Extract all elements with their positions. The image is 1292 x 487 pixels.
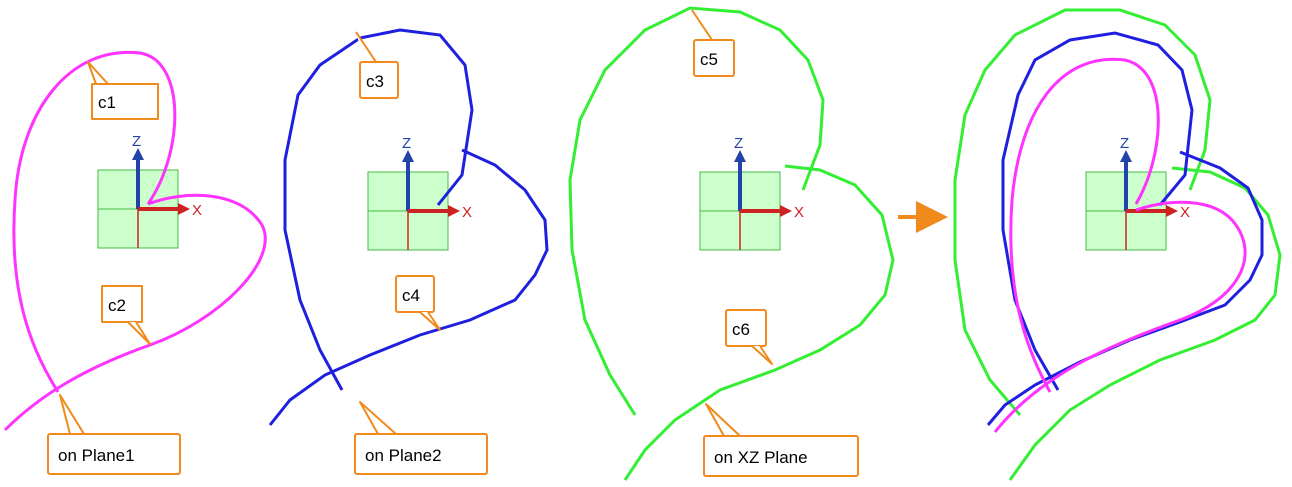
callout-label-c1: c1 <box>98 93 116 112</box>
coordinate-gizmo: Z X <box>367 135 472 251</box>
callout-c2: c2 <box>101 285 151 345</box>
x-axis-label: X <box>462 204 472 221</box>
coordinate-gizmo: Z X <box>97 133 202 249</box>
z-axis-label: Z <box>734 135 743 152</box>
curve-c5 <box>568 6 825 416</box>
callout-plane2: on Plane2 <box>354 401 488 475</box>
z-axis-label: Z <box>402 135 411 152</box>
x-axis-label: X <box>794 204 804 221</box>
callout-label-c4: c4 <box>402 286 420 305</box>
callout-label-c5: c5 <box>700 50 718 69</box>
curve-c1 <box>12 50 177 393</box>
z-axis-label: Z <box>132 133 141 150</box>
combined-curve-magenta-a <box>1009 57 1160 393</box>
callout-c1: c1 <box>87 61 159 120</box>
callout-c3: c3 <box>355 31 399 99</box>
callout-c6: c6 <box>725 309 773 365</box>
curve-c4 <box>268 148 549 426</box>
panel-combined: Z X <box>953 8 1282 481</box>
curve-c3 <box>283 28 474 391</box>
callout-label-xz-plane: on XZ Plane <box>714 448 808 467</box>
panel-xz-plane: Z X <box>568 6 895 481</box>
callout-label-c2: c2 <box>108 296 126 315</box>
coordinate-gizmo: Z X <box>1085 135 1190 251</box>
curve-c2 <box>3 193 267 432</box>
callout-label-plane1: on Plane1 <box>58 446 135 465</box>
callout-plane1: on Plane1 <box>47 394 181 475</box>
panel-plane1: Z X <box>3 50 267 432</box>
coordinate-gizmo: Z X <box>699 135 804 251</box>
combined-curve-blue-b <box>986 150 1264 426</box>
x-axis-label: X <box>192 202 202 219</box>
x-axis-label: X <box>1180 204 1190 221</box>
callout-xz-plane: on XZ Plane <box>703 403 859 477</box>
combined-curve-blue-a <box>1001 31 1194 391</box>
z-axis-label: Z <box>1120 135 1129 152</box>
callout-c4: c4 <box>395 275 441 331</box>
combined-curve-magenta-b <box>993 200 1247 433</box>
callout-label-c6: c6 <box>732 320 750 339</box>
combined-curve-green-b <box>1008 166 1282 481</box>
callout-label-c3: c3 <box>366 72 384 91</box>
callout-c5: c5 <box>691 9 735 77</box>
callout-label-plane2: on Plane2 <box>365 446 442 465</box>
curve-c6 <box>623 164 895 481</box>
combined-curve-green-a <box>953 8 1212 416</box>
panel-plane2: Z X <box>268 28 549 426</box>
